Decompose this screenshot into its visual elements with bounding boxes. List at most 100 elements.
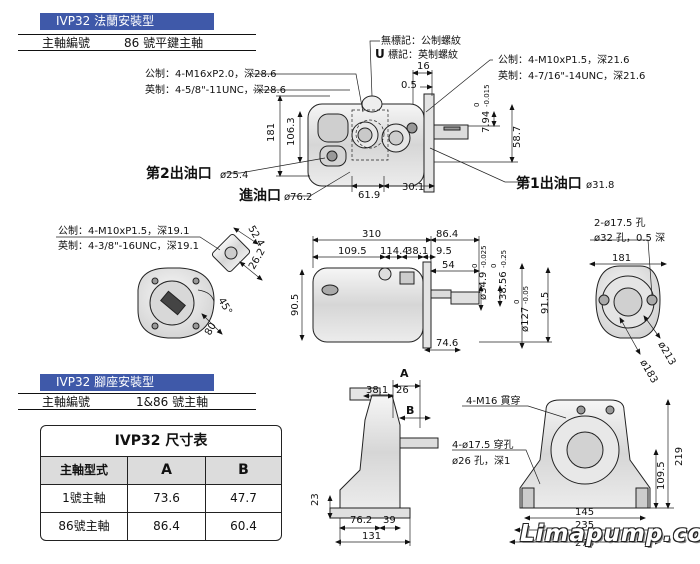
dim-74-6: 74.6 [436, 338, 458, 349]
flange-holes-note-1: 2-ø17.5 孔 [594, 217, 646, 229]
foot-side-view [329, 387, 439, 519]
foot-shaft-row: 主軸編號 1&86 號主軸 [18, 393, 256, 410]
top-pump-dims [222, 40, 530, 197]
thread-legend-u-symbol: U [375, 47, 385, 61]
dim-127-tol-dn: -0.05 [522, 286, 530, 304]
dim-30-1: 30.1 [402, 182, 424, 193]
table-header-a: A [128, 457, 206, 484]
dim-34-9: ø34.9 [478, 272, 489, 300]
dim-278: 278 [575, 538, 594, 549]
outlet1-size: ø31.8 [586, 180, 614, 191]
dim-23: 23 [310, 493, 321, 506]
table-header-row: 主軸型式 A B [41, 457, 281, 485]
dim-34-9-tol-dn: -0.025 [480, 245, 488, 268]
front-view-left [137, 267, 215, 339]
front-view-left-dims [197, 289, 223, 335]
dim-7-94-tol-up: 0 [473, 103, 481, 107]
foot-side-dims [327, 380, 431, 546]
flange-shaft-label: 主軸編號 [42, 36, 91, 50]
inlet-detail-dims [56, 227, 263, 281]
dim-38-56-tol-dn: -0.25 [500, 250, 508, 268]
dim-86-4: 86.4 [436, 229, 458, 240]
outlet2-size: ø25.4 [220, 170, 248, 181]
dim-131: 131 [362, 531, 381, 542]
inlet-flange-detail [211, 233, 251, 273]
thread-legend-u: 標記：英制螺紋 [388, 48, 458, 61]
dim-54: 54 [442, 260, 455, 271]
dim-181-top: 181 [266, 123, 277, 142]
dim-76-2: 76.2 [350, 515, 372, 526]
table-row: 1號主軸 73.6 47.7 [41, 485, 281, 513]
table-cell-type: 86號主軸 [41, 513, 128, 540]
dim-34-9-tol-up: 0 [471, 264, 479, 268]
foot-tap-note: 4-M16 貫穿 [466, 394, 521, 407]
right-flange-dims [589, 239, 667, 355]
port2-unc-note: 英制：4-5/8"-11UNC，深28.6 [145, 83, 286, 96]
flange-holes-note-2: ø32 孔，0.5 深 [594, 232, 665, 244]
table-cell-a: 86.4 [128, 513, 206, 540]
dim-7-94: 7.94 [481, 111, 492, 133]
foot-front-dims [452, 399, 674, 545]
dim-9-5: 9.5 [436, 246, 452, 257]
table-header-type: 主軸型式 [41, 457, 128, 484]
dim-114-4: 114.4 [380, 246, 409, 257]
dim-310: 310 [362, 229, 381, 240]
foot-section-title: IVP32 腳座安裝型 [40, 374, 214, 391]
table-cell-b: 60.4 [230, 519, 257, 533]
flange-section-title: IVP32 法蘭安裝型 [40, 13, 214, 30]
dim-235: 235 [575, 520, 594, 531]
dim-7-94-tol-dn: -0.015 [483, 84, 491, 107]
inlet-metric-note: 公制：4-M10xP1.5，深19.1 [58, 224, 189, 237]
port1-unc-note: 英制：4-7/16"-14UNC，深21.6 [498, 69, 645, 82]
outlet1-label: 第1出油口 [516, 175, 582, 192]
dim-B-label: B [406, 404, 414, 417]
table-cell-type: 1號主軸 [41, 485, 128, 512]
dim-219: 219 [674, 447, 685, 466]
dim-16: 16 [417, 61, 430, 72]
table-cell-b: 47.7 [230, 491, 257, 505]
dim-109-5: 109.5 [338, 246, 367, 257]
dim-38-1-foot: 38.1 [366, 385, 388, 396]
dim-127-tol-up: 0 [513, 300, 521, 304]
dim-91-5: 91.5 [540, 292, 551, 314]
flange-shaft-value: 86 號平鍵主軸 [124, 36, 204, 50]
dim-45-deg: 45° [215, 296, 233, 317]
dim-38-1: 38.1 [406, 246, 428, 257]
dim-127: ø127 [520, 307, 531, 332]
foot-shaft-value: 1&86 號主軸 [136, 395, 209, 409]
dim-0-5: 0.5 [401, 80, 417, 91]
inlet-size: ø76.2 [284, 192, 312, 203]
dim-52-4: 52.4 [245, 224, 266, 249]
table-cell-a: 73.6 [128, 485, 206, 512]
watermark: Limapump.com [520, 521, 700, 547]
dim-26-2: 26.2 [247, 247, 268, 272]
top-pump-view [307, 93, 469, 193]
flange-shaft-row: 主軸編號 86 號平鍵主軸 [18, 34, 256, 51]
dim-A-label: A [400, 367, 409, 380]
dim-183: ø183 [637, 358, 659, 385]
dim-145: 145 [575, 507, 594, 518]
port1-metric-note: 公制：4-M10xP1.5，深21.6 [498, 53, 629, 66]
middle-side-view [312, 261, 480, 349]
inlet-label: 進油口 [239, 187, 281, 204]
foot-holes-note-1: 4-ø17.5 穿孔 [452, 438, 514, 451]
dim-90-5: 90.5 [290, 294, 301, 316]
dim-109-5-foot: 109.5 [656, 461, 667, 490]
middle-view-dims [299, 236, 552, 353]
inlet-unc-note: 英制：4-3/8"-16UNC，深19.1 [58, 239, 199, 252]
foot-holes-note-2: ø26 孔，深1 [452, 455, 510, 467]
table-row: 86號主軸 86.4 60.4 [41, 513, 281, 540]
dimension-table: IVP32 尺寸表 主軸型式 A B 1號主軸 73.6 47.7 86號主軸 … [40, 425, 282, 541]
dim-106-3: 106.3 [286, 117, 297, 146]
port2-metric-note: 公制：4-M16xP2.0，深28.6 [145, 67, 276, 80]
dim-61-9: 61.9 [358, 190, 380, 201]
thread-legend-none: 無標記：公制螺紋 [381, 34, 461, 47]
dim-181-right: 181 [612, 253, 631, 264]
table-header-b: B [238, 462, 249, 478]
dim-38-56-tol-up: 0 [490, 264, 498, 268]
foot-front-view [519, 399, 651, 509]
dim-39: 39 [383, 515, 396, 526]
dim-38-56: 38.56 [498, 271, 509, 300]
dim-26: 26 [396, 385, 409, 396]
table-title: IVP32 尺寸表 [41, 426, 281, 457]
